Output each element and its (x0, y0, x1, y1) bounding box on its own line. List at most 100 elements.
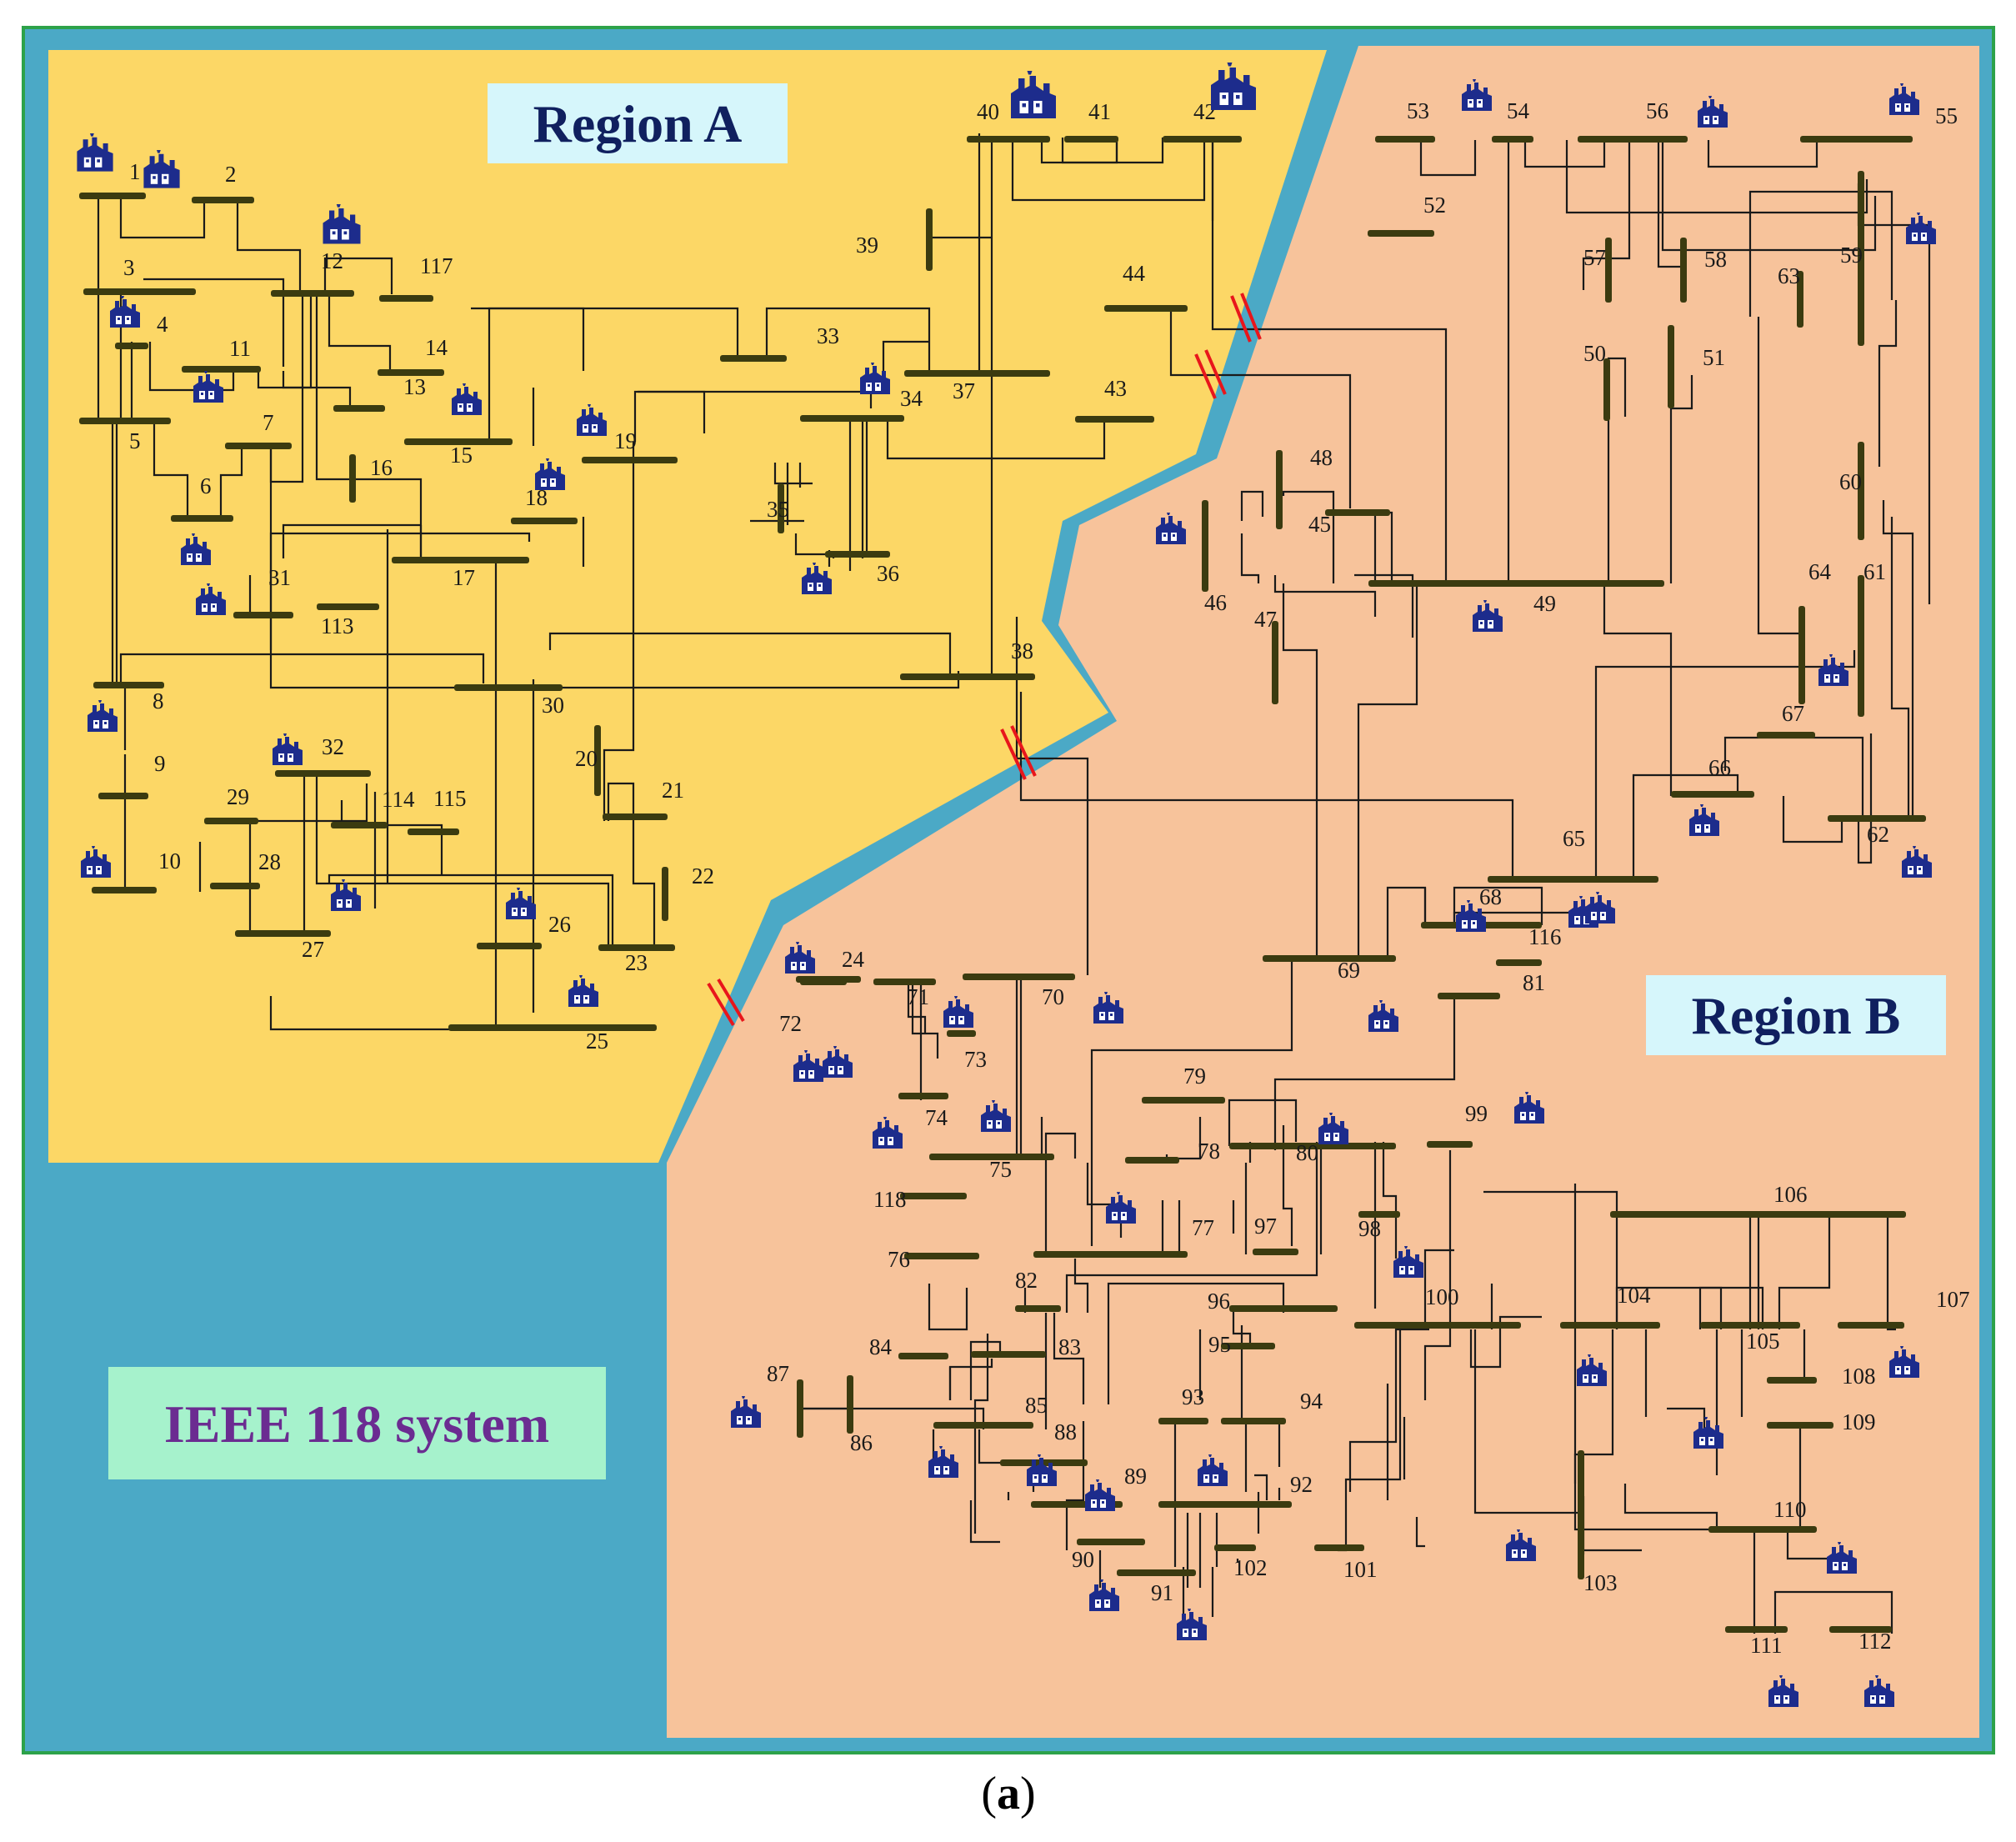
bus-98-bar (1358, 1211, 1400, 1218)
bus-72-bar (800, 979, 847, 985)
bus-106-bar (1610, 1211, 1906, 1218)
bus-label: 102 (1233, 1555, 1268, 1580)
bus-12-bar (271, 290, 354, 297)
bus-49-bar (1368, 580, 1664, 587)
bus-label: 35 (767, 497, 789, 522)
caption-paren-close: ) (1020, 1768, 1036, 1819)
bus-label: 51 (1703, 345, 1725, 370)
bus-label: 58 (1704, 247, 1727, 272)
bus-label: 9 (154, 751, 166, 776)
bus-65-bar (1488, 876, 1658, 883)
bus-label: 74 (925, 1105, 948, 1130)
bus-63-bar (1797, 271, 1803, 328)
bus-66-bar (1671, 791, 1754, 798)
bus-label: 37 (953, 378, 975, 403)
bus-label: 7 (263, 410, 274, 435)
bus-83-bar (971, 1351, 1046, 1358)
bus-label: 66 (1708, 755, 1731, 780)
region-b-area (667, 46, 1979, 1738)
bus-30-bar (454, 684, 563, 691)
bus-10-bar (92, 887, 157, 893)
bus-label: 20 (575, 746, 598, 771)
bus-label: 4 (157, 312, 168, 337)
bus-label: 72 (779, 1011, 802, 1036)
region-a-title: Region A (533, 94, 743, 153)
bus-label: 107 (1936, 1287, 1970, 1312)
bus-label: 111 (1750, 1633, 1783, 1658)
bus-label: 46 (1204, 590, 1227, 615)
bus-label: 78 (1198, 1139, 1220, 1164)
bus-label: 24 (842, 947, 865, 972)
bus-label: 116 (1528, 924, 1562, 949)
bus-label: 29 (227, 784, 249, 809)
bus-label: 31 (268, 565, 291, 590)
bus-74-bar (898, 1093, 948, 1099)
bus-93-bar (1158, 1418, 1208, 1424)
bus-101-bar (1314, 1544, 1364, 1551)
bus-label: 76 (888, 1247, 910, 1272)
bus-44-bar (1104, 305, 1188, 312)
bus-label: 92 (1290, 1472, 1313, 1497)
bus-75-bar (929, 1154, 1054, 1160)
bus-23-bar (598, 944, 675, 951)
bus-label: 33 (817, 323, 839, 348)
bus-label: 94 (1300, 1389, 1323, 1414)
bus-25-bar (448, 1024, 657, 1031)
bus-label: 15 (450, 443, 473, 468)
bus-label: 68 (1479, 884, 1502, 909)
busbars (79, 136, 1926, 1633)
bus-label: 53 (1407, 98, 1429, 123)
bus-57-bar (1605, 238, 1612, 303)
bus-51-bar (1668, 325, 1674, 408)
bus-58-bar (1680, 238, 1687, 303)
bus-label: 100 (1425, 1284, 1459, 1309)
bus-28-bar (210, 883, 260, 889)
bus-label: 75 (989, 1157, 1012, 1182)
bus-label: 59 (1840, 243, 1863, 268)
bus-label: 26 (548, 912, 571, 937)
bus-90-bar (1077, 1539, 1145, 1545)
bus-91-bar (1117, 1569, 1196, 1576)
bus-5-bar (79, 418, 171, 424)
bus-112-bar (1829, 1626, 1892, 1633)
bus-111-bar (1725, 1626, 1788, 1633)
bus-label: 44 (1123, 261, 1146, 286)
bus-label: 22 (692, 863, 714, 888)
bus-label: 103 (1583, 1570, 1618, 1595)
bus-86-bar (847, 1375, 853, 1434)
bus-32-bar (275, 770, 371, 777)
bus-label: 60 (1839, 469, 1862, 494)
bus-label: 56 (1646, 98, 1668, 123)
bus-label: 43 (1104, 376, 1127, 401)
bus-label: 99 (1465, 1101, 1488, 1126)
bus-label: 2 (225, 162, 237, 187)
bus-54-bar (1492, 136, 1533, 143)
bus-100-bar (1354, 1322, 1521, 1329)
bus-115-bar (408, 828, 459, 835)
bus-11-bar (182, 366, 261, 373)
system-title: IEEE 118 system (164, 1394, 549, 1454)
caption: (a) (981, 1768, 1035, 1819)
bus-6-bar (171, 515, 233, 522)
bus-8-bar (93, 682, 164, 688)
bus-label: 93 (1182, 1384, 1204, 1409)
bus-label: 113 (321, 613, 354, 638)
bus-label: 45 (1308, 512, 1331, 537)
bus-label: 63 (1778, 263, 1800, 288)
bus-label: 12 (321, 248, 343, 273)
bus-label: 104 (1617, 1283, 1651, 1308)
bus-label: 17 (453, 565, 475, 590)
bus-label: 91 (1151, 1580, 1173, 1605)
bus-label: 1 (129, 159, 141, 184)
bus-40-bar (967, 136, 1050, 143)
bus-71-bar (873, 979, 936, 985)
bus-label: 14 (425, 335, 448, 360)
bus-label: 39 (856, 233, 878, 258)
cut-marks (707, 293, 1262, 1027)
bus-47-bar (1272, 621, 1278, 704)
bus-82-bar (1015, 1305, 1061, 1312)
bus-67-bar (1757, 732, 1815, 738)
bus-label: 67 (1782, 701, 1804, 726)
bus-41-bar (1064, 136, 1118, 143)
